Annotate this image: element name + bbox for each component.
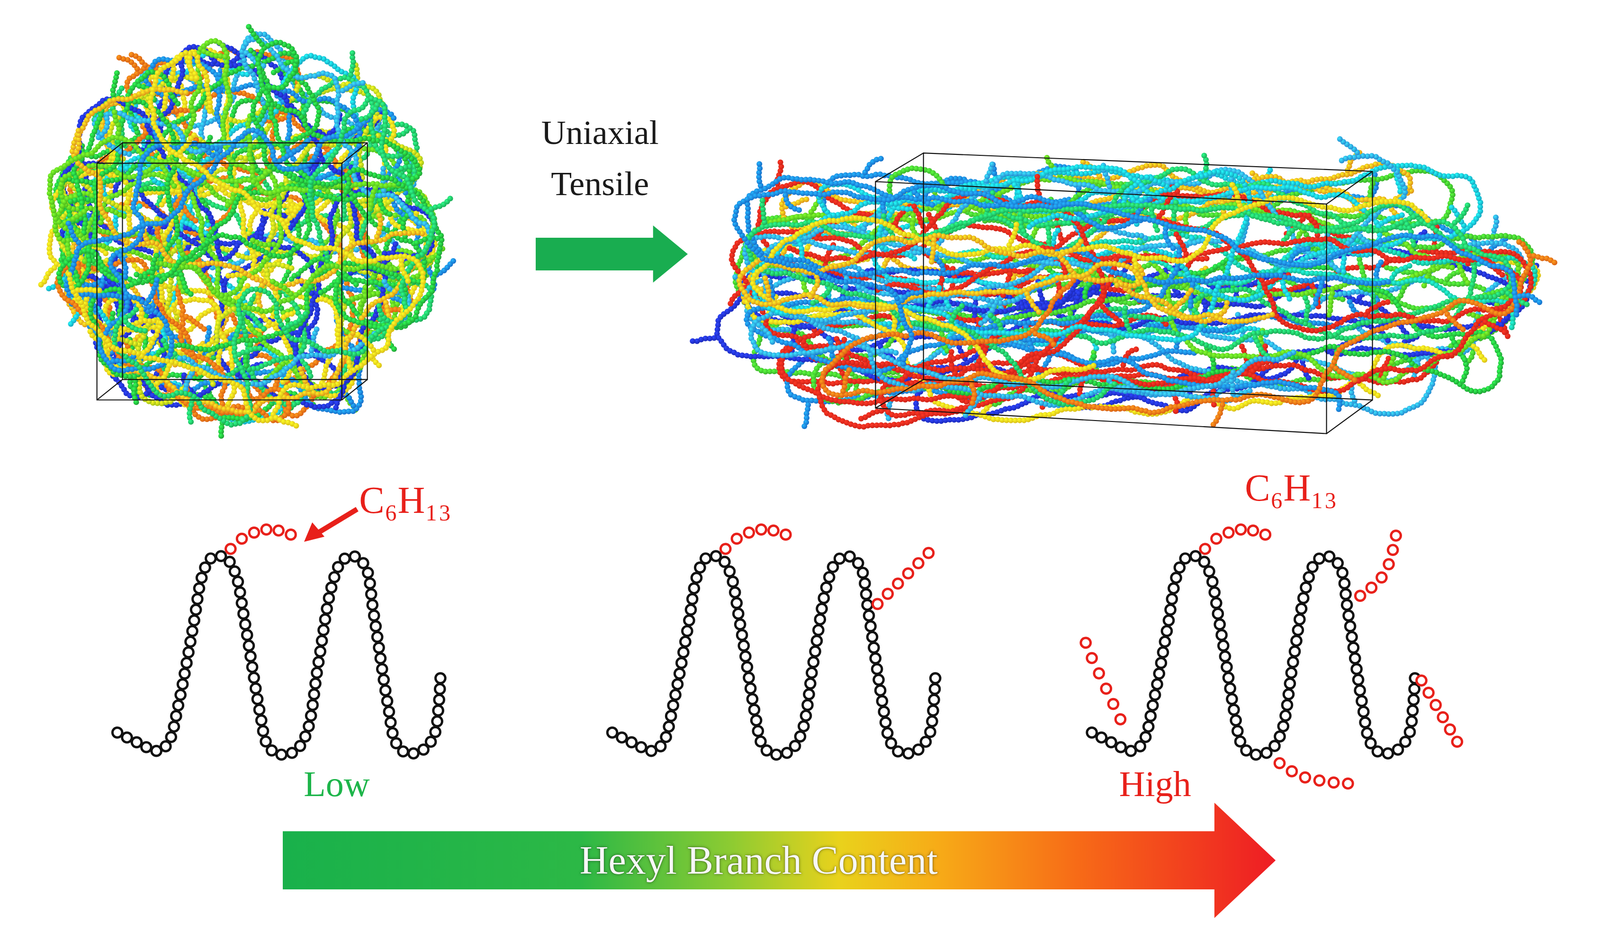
monomer-bead [107,182,114,189]
monomer-bead [207,134,214,141]
monomer-bead [118,85,125,92]
monomer-bead [45,285,52,292]
polymer-box-before [38,23,457,439]
monomer-bead [116,54,123,61]
monomer-bead [218,433,225,440]
monomer-bead [153,216,160,223]
